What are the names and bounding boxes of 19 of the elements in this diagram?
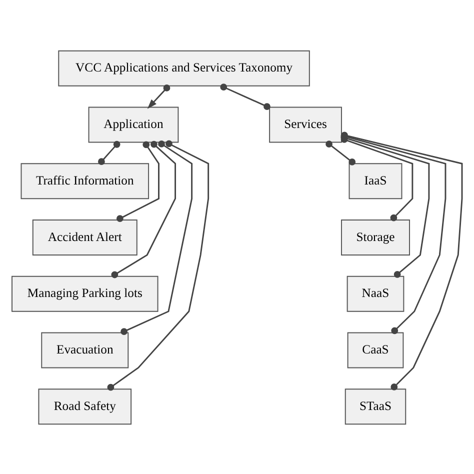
connector xyxy=(98,140,120,165)
node-box: Storage xyxy=(341,219,410,255)
node-box: NaaS xyxy=(346,275,404,312)
connector xyxy=(107,140,210,390)
node-box: VCC Applications and Services Taxonomy xyxy=(58,50,310,86)
node-box: Evacuation xyxy=(41,332,129,368)
node-box: Accident Alert xyxy=(32,219,138,255)
node-box: Traffic Information xyxy=(20,162,150,199)
node-box: STaaS xyxy=(344,388,406,424)
node-box: Application xyxy=(88,106,179,142)
connector xyxy=(116,140,160,222)
node-box: CaaS xyxy=(347,332,404,368)
connector xyxy=(220,83,270,110)
connector xyxy=(111,140,176,278)
node-box: Managing Parking lots xyxy=(12,275,158,312)
node-box: Road Safety xyxy=(38,388,132,424)
connector xyxy=(120,140,193,334)
node-box: Services xyxy=(269,106,342,142)
arrow xyxy=(147,84,170,108)
